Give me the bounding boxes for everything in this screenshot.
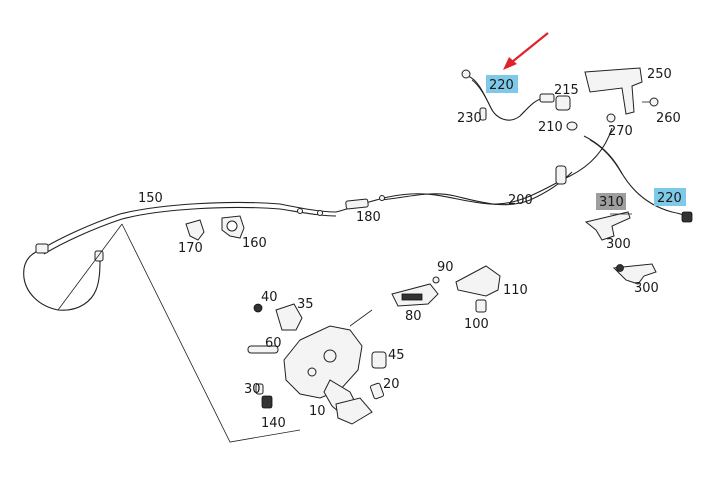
pedal-assembly-10 (283, 325, 363, 399)
label-215: 215 (554, 83, 579, 98)
label-110: 110 (503, 283, 528, 298)
bolt-40 (253, 303, 263, 313)
label-45: 45 (388, 348, 405, 363)
label-10: 10 (309, 404, 326, 419)
bracket-80-slot (401, 293, 423, 301)
cable-connector (555, 165, 567, 185)
nut-270 (606, 113, 616, 123)
label-220-right: 220 (657, 191, 682, 206)
label-300-upper: 300 (606, 237, 631, 252)
label-310: 310 (599, 195, 624, 210)
reference-line (57, 223, 123, 311)
clip-230 (479, 107, 487, 121)
bracket-300-lower (612, 263, 657, 285)
reference-line (121, 223, 301, 443)
pedal-cable-link (349, 309, 373, 327)
cable-clip (297, 208, 303, 214)
cable-end-fitting (681, 211, 693, 223)
clip-160-hole (226, 220, 238, 232)
label-20: 20 (383, 377, 400, 392)
bracket-300-upper (584, 211, 631, 241)
bolt-30 (255, 383, 264, 395)
label-300-lower: 300 (634, 281, 659, 296)
label-150: 150 (138, 191, 163, 206)
label-230: 230 (457, 111, 482, 126)
clip-140 (261, 395, 273, 409)
bracket-300-bolt (616, 264, 624, 272)
label-270: 270 (608, 124, 633, 139)
label-30: 30 (244, 382, 261, 397)
label-90: 90 (437, 260, 454, 275)
cable-end-fitting (461, 69, 471, 79)
clip-20 (369, 382, 385, 400)
bolt-260 (649, 97, 659, 107)
label-170: 170 (178, 241, 203, 256)
label-40: 40 (261, 290, 278, 305)
label-60: 60 (265, 336, 282, 351)
label-35: 35 (297, 297, 314, 312)
cable-200 (335, 127, 613, 213)
highlight-310 (596, 193, 626, 210)
label-80: 80 (405, 309, 422, 324)
cable-150 (23, 201, 337, 311)
label-100: 100 (464, 317, 489, 332)
cable-end-fitting (539, 93, 555, 103)
pedal-pivot (323, 349, 337, 363)
pedal-hole (307, 367, 317, 377)
bracket-250 (584, 67, 643, 115)
cable-clip (317, 210, 323, 216)
bolt-60 (247, 345, 279, 354)
label-140: 140 (261, 416, 286, 431)
label-160: 160 (242, 236, 267, 251)
pedal-pad (335, 397, 373, 425)
label-220-top: 220 (489, 78, 514, 93)
bracket-110 (455, 265, 501, 297)
bushing-215 (555, 95, 571, 111)
cable-end-fitting (35, 243, 49, 254)
clip-170 (185, 219, 205, 241)
highlight-220-right (654, 188, 686, 206)
label-200: 200 (508, 193, 533, 208)
label-210: 210 (538, 120, 563, 135)
label-260: 260 (656, 111, 681, 126)
clip-210 (566, 121, 578, 131)
bracket-35 (275, 303, 303, 331)
highlight-220-top (486, 75, 518, 93)
cable-220-top (467, 75, 545, 121)
cable-end-fitting (94, 250, 104, 262)
label-180: 180 (356, 210, 381, 225)
screw-90 (432, 276, 440, 284)
cable-200-inner (379, 171, 573, 206)
bolt-100 (475, 299, 487, 313)
cable-clip (379, 195, 385, 201)
red-arrow-icon (503, 32, 549, 70)
label-250: 250 (647, 67, 672, 82)
cable-sleeve-180 (345, 198, 369, 210)
cable-220-top-inner (471, 79, 493, 111)
cable-220-right-inner (589, 139, 623, 175)
bushing-45 (371, 351, 387, 369)
